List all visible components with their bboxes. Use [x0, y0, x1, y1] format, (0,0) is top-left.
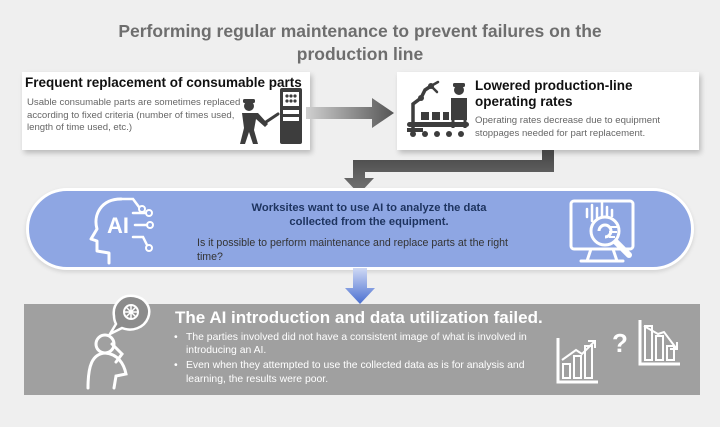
step3-body: Is it possible to perform maintenance an…: [197, 237, 508, 263]
step2-heading: Lowered production-line operating rates: [475, 78, 633, 109]
ai-head-circuit-icon: AI: [89, 197, 154, 265]
step2-body: Operating rates decrease due to equipmen…: [475, 115, 661, 139]
step4-bullets: The parties involved did not have a cons…: [172, 331, 552, 388]
monitor-magnifier-analysis-icon: [569, 199, 635, 263]
step2-box: Lowered production-line operating rates …: [397, 72, 699, 150]
confused-person-thought-icon: [86, 294, 151, 390]
step4-bullet-1: The parties involved did not have a cons…: [172, 331, 552, 357]
step1-heading: Frequent replacement of consumable parts: [25, 75, 302, 90]
step3-heading: Worksites want to use AI to analyze the …: [251, 202, 487, 228]
bar-chart-up-icon: [556, 338, 598, 384]
worker-repair-panel-icon: [240, 88, 302, 144]
ai-label: AI: [107, 213, 129, 238]
factory-conveyor-icon: [407, 80, 469, 137]
step1-box: Frequent replacement of consumable parts…: [22, 72, 310, 150]
title-line-1: Performing regular maintenance to preven…: [118, 21, 602, 41]
step4-band: The AI introduction and data utilization…: [24, 294, 700, 395]
step3-oval: AI Worksites want to use AI to analyze t…: [26, 188, 694, 270]
arrow-to-step2: [306, 98, 394, 128]
arrow-to-step3: [344, 150, 554, 194]
step4-heading: The AI introduction and data utilization…: [175, 308, 543, 327]
bar-chart-down-icon: [638, 320, 680, 366]
diagram-title: Performing regular maintenance to preven…: [40, 20, 680, 66]
question-mark: ?: [612, 328, 628, 358]
step1-body: Usable consumable parts are sometimes re…: [27, 97, 241, 133]
arrow-to-step4: [345, 268, 375, 304]
title-line-2: production line: [296, 44, 424, 64]
step4-bullet-2: Even when they attempted to use the coll…: [172, 359, 552, 385]
